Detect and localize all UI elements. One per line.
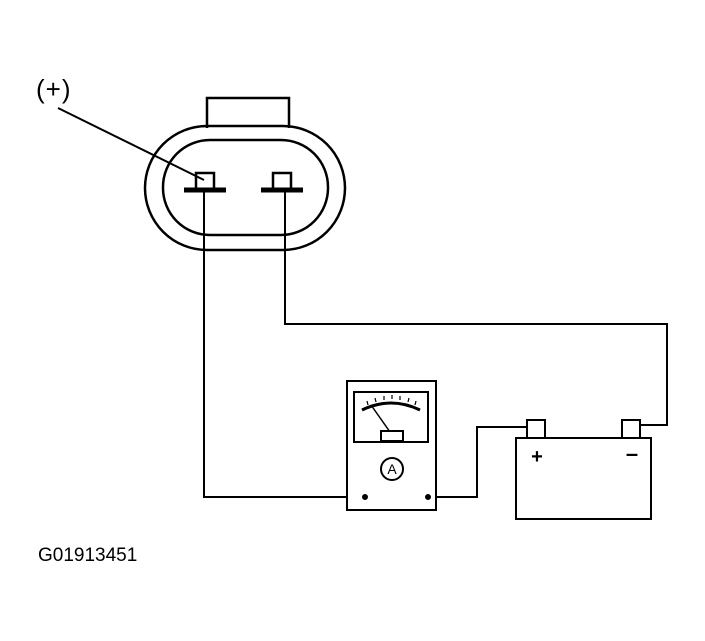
battery-post-positive: [526, 419, 546, 439]
battery-positive-mark: +: [531, 446, 543, 468]
ammeter-symbol: A: [387, 461, 397, 477]
terminal-positive: [194, 171, 216, 188]
ammeter-needle: [370, 404, 391, 433]
ammeter-body: [346, 380, 437, 511]
battery-case: [515, 437, 652, 520]
positive-terminal-callout: (+): [36, 74, 72, 104]
ammeter-scale-ticks: [366, 395, 417, 406]
connector: [143, 96, 347, 252]
ammeter-terminal-left: [362, 494, 368, 500]
ammeter-symbol-ring: [380, 457, 404, 481]
wire-positive-to-ammeter: [203, 192, 365, 498]
callout-leader-line: [57, 107, 205, 181]
connector-inner-shell: [161, 138, 330, 237]
ammeter-scale-arc: [361, 401, 421, 412]
figure-code: G01913451: [38, 545, 138, 566]
terminal-negative: [271, 171, 293, 188]
wires: [203, 192, 668, 498]
wire-ammeter-to-battery: [428, 426, 535, 498]
ammeter: [346, 380, 437, 511]
ammeter-needle-pivot: [380, 430, 404, 442]
wire-negative-to-battery: [284, 192, 668, 426]
connector-latch: [205, 96, 291, 128]
battery-negative-mark: –: [626, 441, 638, 466]
connector-outer-shell: [143, 124, 347, 252]
battery-post-negative: [621, 419, 641, 439]
ammeter-terminal-right: [425, 494, 431, 500]
battery: [515, 419, 652, 520]
